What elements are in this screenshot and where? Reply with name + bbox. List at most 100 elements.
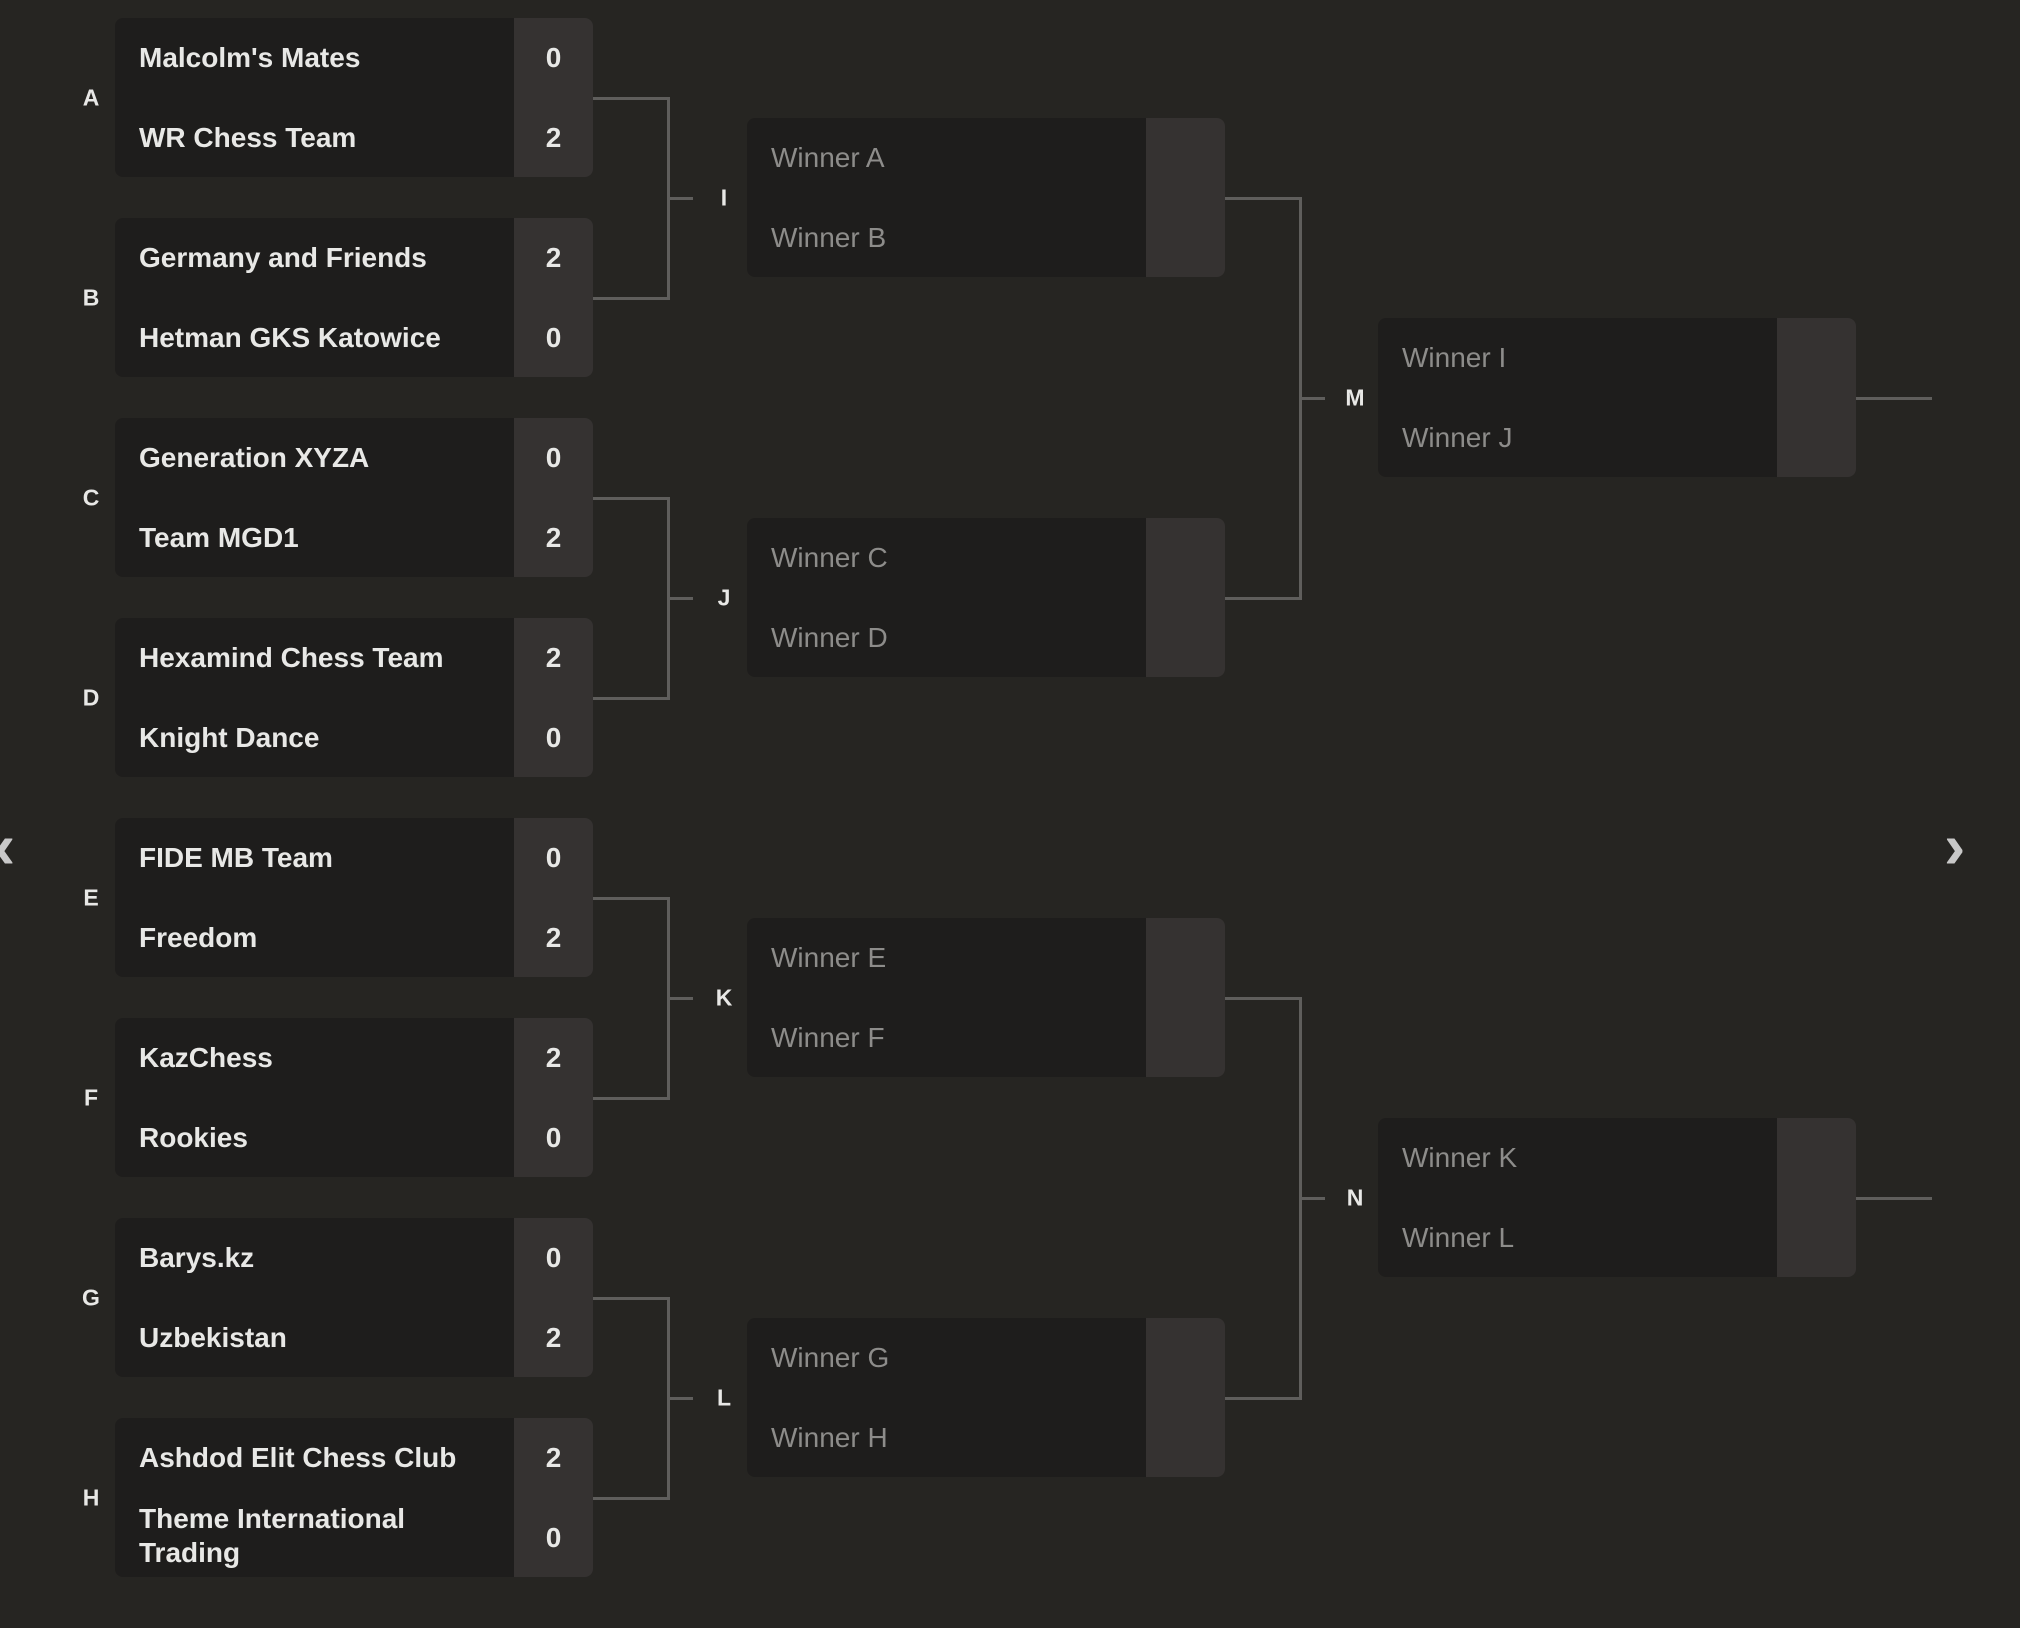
match-label: N [1346, 1184, 1364, 1210]
team-score: 2 [545, 1442, 562, 1473]
team-name: Team MGD1 [139, 522, 299, 553]
team-name: Winner C [771, 542, 888, 573]
match-label: E [83, 884, 99, 910]
team-name: Knight Dance [139, 722, 320, 753]
team-name: Generation XYZA [139, 442, 370, 473]
team-name: Winner G [771, 1342, 890, 1373]
team-score: 2 [545, 642, 562, 673]
team-name: Germany and Friends [139, 242, 427, 273]
team-score: 2 [545, 1042, 562, 1073]
connector-line [1300, 1196, 1325, 1200]
match-card[interactable]: Winner K Winner L [1378, 1118, 1856, 1277]
team-score: 2 [545, 242, 562, 273]
connector-line [1300, 396, 1325, 400]
score-column [514, 18, 593, 177]
connector-line [593, 96, 670, 100]
team-score: 0 [545, 442, 562, 473]
score-column [514, 1418, 593, 1577]
connector-line [668, 1396, 693, 1400]
match-label: B [82, 284, 100, 310]
team-name: Winner H [771, 1422, 888, 1453]
team-score: 2 [545, 522, 562, 553]
connector-line [1225, 196, 1302, 200]
match-label: H [82, 1484, 100, 1510]
match-label: D [82, 684, 100, 710]
score-column [514, 1018, 593, 1177]
chevron-left-icon[interactable]: ‹ [0, 809, 15, 883]
team-score: 0 [545, 322, 562, 353]
score-column [514, 218, 593, 377]
match-card[interactable]: Winner G Winner H [747, 1318, 1225, 1477]
score-column [1146, 118, 1225, 277]
connector-line [593, 1096, 670, 1100]
team-score: 0 [545, 42, 562, 73]
match-card[interactable]: Winner A Winner B [747, 118, 1225, 277]
connector-line [668, 596, 693, 600]
team-name: Uzbekistan [139, 1322, 287, 1353]
team-name: Winner K [1402, 1142, 1518, 1173]
team-name: Rookies [139, 1122, 248, 1153]
team-name: Hetman GKS Katowice [139, 322, 441, 353]
team-name: Freedom [139, 922, 258, 953]
team-score: 0 [545, 1522, 562, 1553]
team-name: Winner A [771, 142, 885, 173]
team-score: 2 [545, 1322, 562, 1353]
connector-line [593, 896, 670, 900]
match-label: J [717, 584, 731, 610]
team-name: Winner L [1402, 1222, 1515, 1253]
team-score: 0 [545, 1122, 562, 1153]
score-column [514, 1218, 593, 1377]
team-score: 2 [545, 922, 562, 953]
team-name: KazChess [139, 1042, 273, 1073]
output-line [1856, 1196, 1932, 1200]
score-column [1146, 1318, 1225, 1477]
team-name: Theme International Trading [139, 1503, 406, 1568]
connector-line [593, 696, 670, 700]
chevron-right-icon[interactable]: › [1944, 810, 1966, 882]
team-name: Winner F [771, 1022, 885, 1053]
match-label: G [82, 1284, 100, 1310]
team-name: Winner I [1402, 342, 1507, 373]
match-label: C [82, 484, 100, 510]
connector-line [668, 196, 693, 200]
score-column [1146, 918, 1225, 1077]
team-name: FIDE MB Team [139, 842, 333, 873]
team-name: Hexamind Chess Team [139, 642, 444, 673]
connector-line [1225, 596, 1302, 600]
team-score: 2 [545, 122, 562, 153]
team-name: Barys.kz [139, 1242, 255, 1273]
score-column [514, 818, 593, 977]
score-column [1777, 318, 1856, 477]
score-column [1777, 1118, 1856, 1277]
match-label: F [83, 1084, 99, 1110]
team-name: Winner J [1402, 422, 1513, 453]
team-score: 0 [545, 1242, 562, 1273]
match-label: I [720, 184, 728, 210]
team-score: 0 [545, 842, 562, 873]
match-card[interactable]: Winner I Winner J [1378, 318, 1856, 477]
team-score: 0 [545, 722, 562, 753]
match-label: A [82, 84, 100, 110]
score-column [1146, 518, 1225, 677]
connector-line [1225, 996, 1302, 1000]
match-label: M [1345, 384, 1365, 410]
connector-line [593, 296, 670, 300]
connector-line [593, 1496, 670, 1500]
match-label: L [716, 1384, 732, 1410]
score-column [514, 618, 593, 777]
team-name: Winner B [771, 222, 887, 253]
match-label: K [715, 984, 733, 1010]
connector-line [668, 996, 693, 1000]
connector-line [593, 496, 670, 500]
score-column [514, 418, 593, 577]
